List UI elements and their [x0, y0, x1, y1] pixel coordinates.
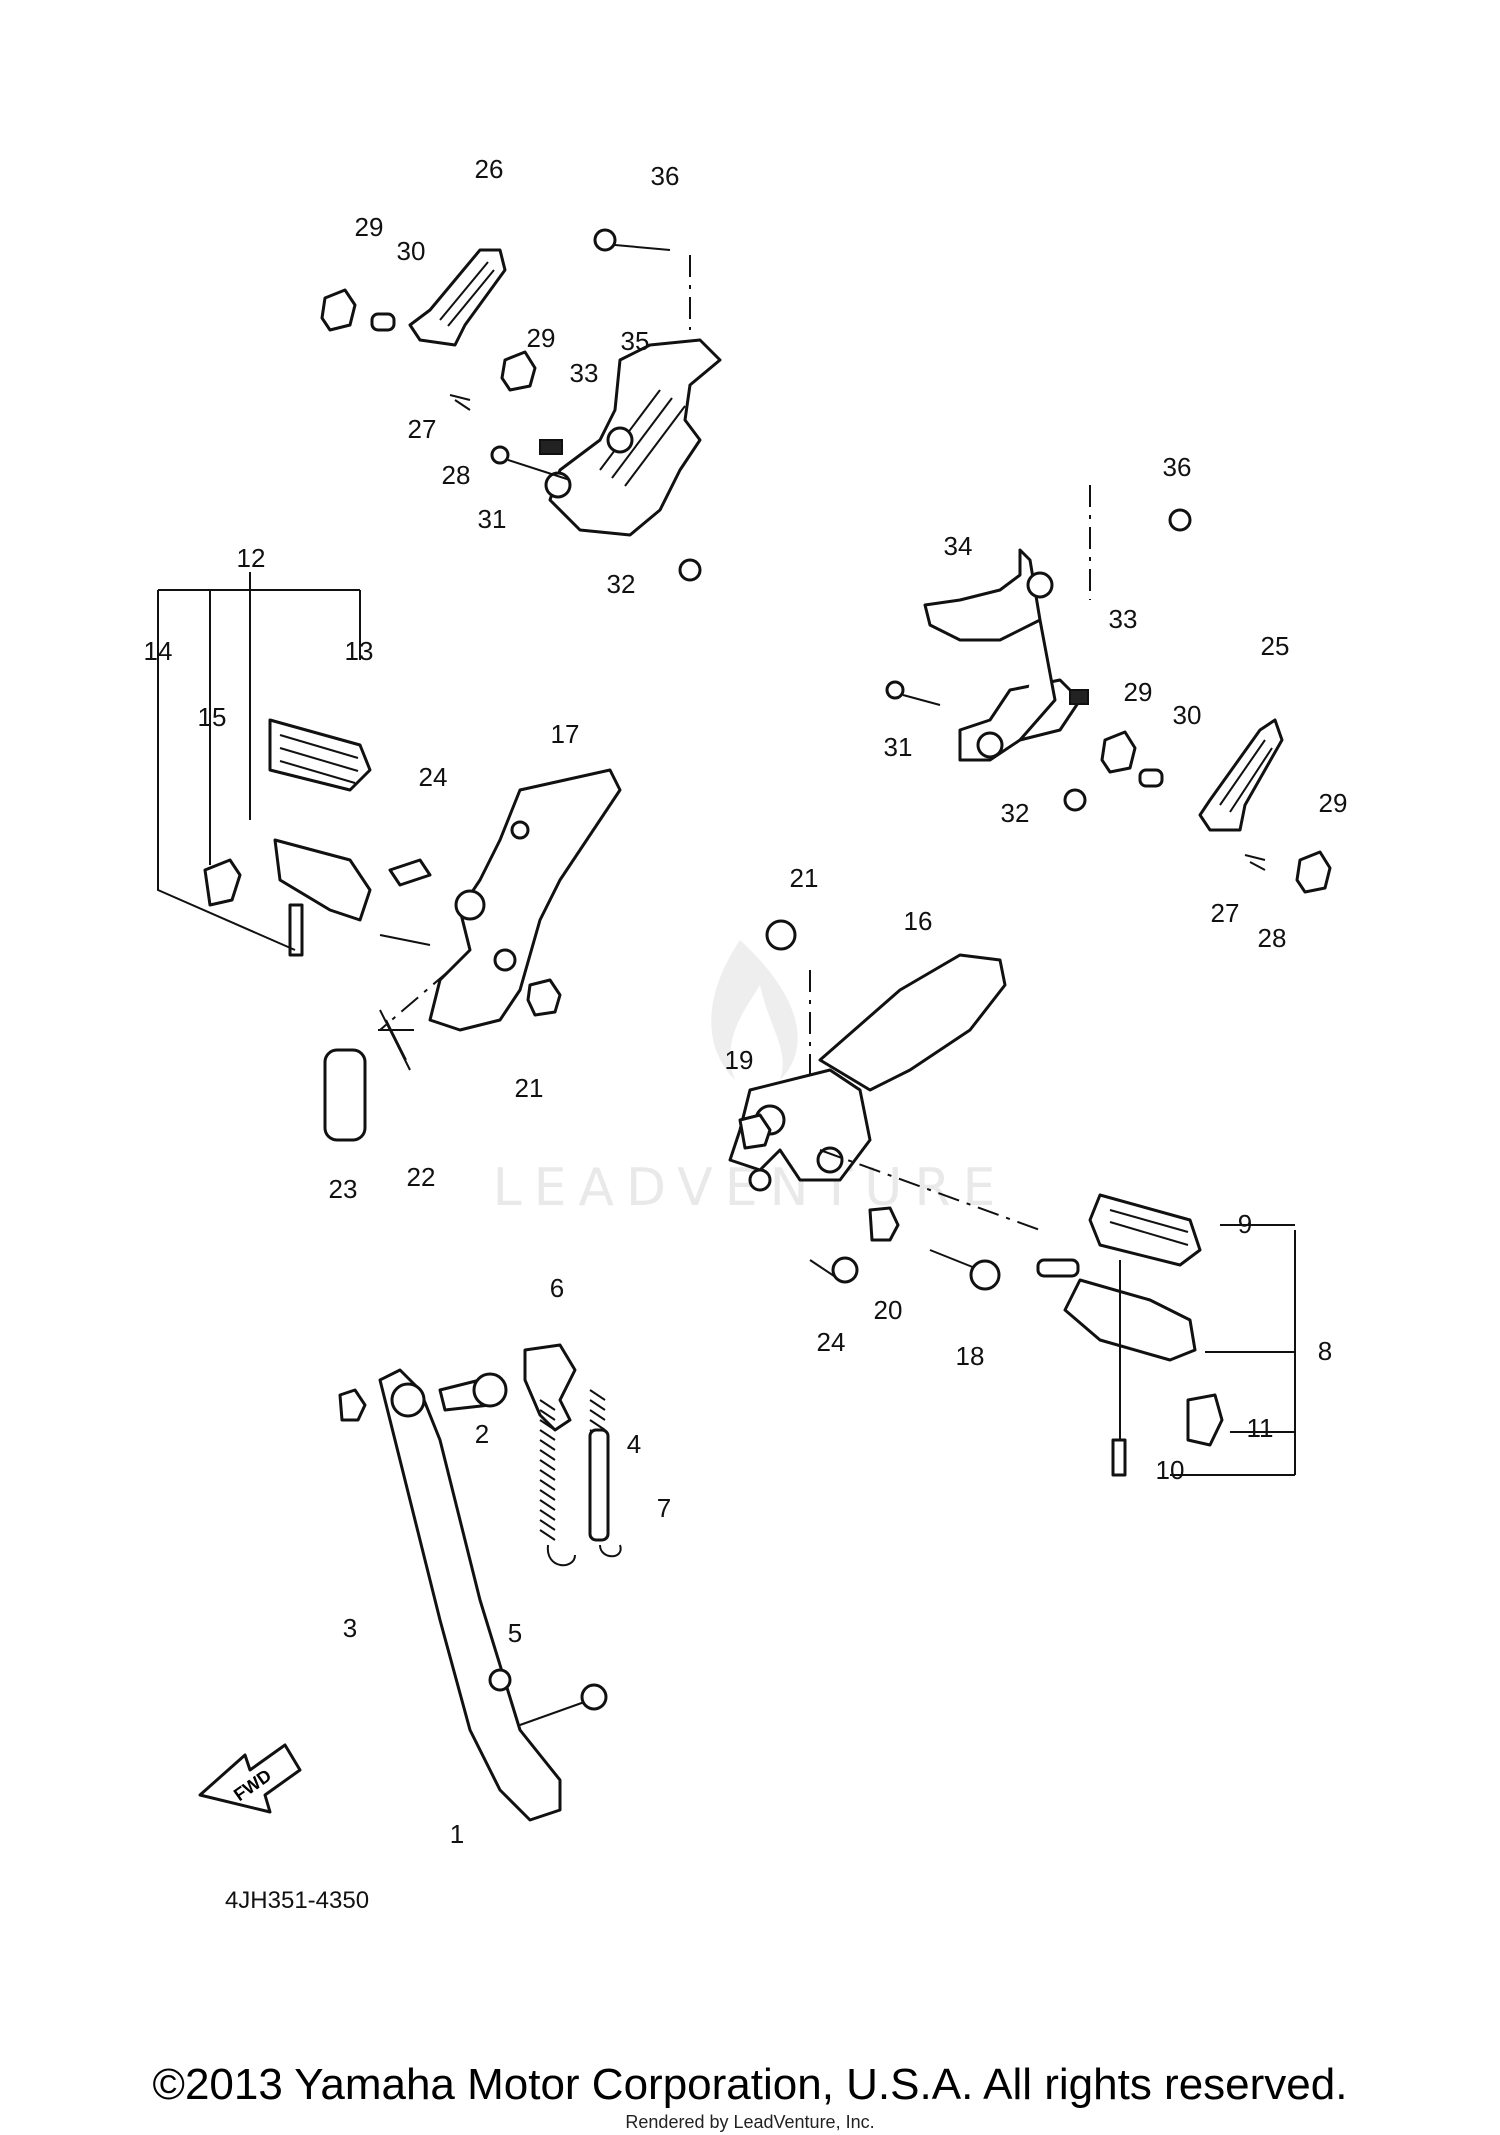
callout-9: 9 [1238, 1209, 1252, 1239]
callout-36b: 36 [1163, 452, 1192, 482]
callout-23: 23 [329, 1174, 358, 1204]
callout-25: 25 [1261, 631, 1290, 661]
callout-12: 12 [237, 543, 266, 573]
callout-29b: 29 [527, 323, 556, 353]
callout-28a: 28 [442, 460, 471, 490]
drawing-code: 4JH351-4350 [225, 1887, 369, 1914]
callout-29c: 29 [1124, 677, 1153, 707]
callout-24b: 24 [817, 1327, 846, 1357]
callout-33b: 33 [1109, 604, 1138, 634]
callout-11: 11 [1247, 1413, 1274, 1443]
callout-21a: 21 [515, 1073, 544, 1103]
callout-35: 35 [621, 326, 650, 356]
callout-32a: 32 [607, 569, 636, 599]
callout-27a: 27 [408, 414, 437, 444]
brake-pedal [738, 919, 1041, 1291]
leader-lines [157, 572, 1296, 1476]
rear-footrest-bracket-left [544, 338, 722, 537]
callout-26: 26 [475, 154, 504, 184]
front-footrest-bracket-left [428, 768, 622, 1032]
callout-6: 6 [550, 1273, 564, 1303]
callout-18: 18 [956, 1341, 985, 1371]
sidestand-springs [338, 1388, 622, 1567]
callout-20: 20 [874, 1295, 903, 1325]
callout-3: 3 [343, 1613, 357, 1643]
callout-24a: 24 [419, 762, 448, 792]
callout-19: 19 [725, 1045, 754, 1075]
rear-footrest-left [408, 248, 507, 347]
callout-16: 16 [904, 906, 933, 936]
callout-8: 8 [1318, 1336, 1332, 1366]
callout-33a: 33 [570, 358, 599, 388]
callout-14: 14 [144, 636, 173, 666]
callout-32b: 32 [1001, 798, 1030, 828]
callout-21b: 21 [790, 863, 819, 893]
callout-28b: 28 [1258, 923, 1287, 953]
callouts: 1 2 3 4 5 6 7 8 9 10 11 12 13 14 15 16 1… [144, 154, 1348, 1849]
rear-footrest-bracket-right [923, 548, 1089, 762]
callout-29a: 29 [355, 212, 384, 242]
fwd-arrow: FWD [198, 1743, 302, 1814]
callout-17: 17 [551, 719, 580, 749]
callout-13: 13 [345, 636, 374, 666]
callout-31b: 31 [884, 732, 913, 762]
callout-15: 15 [198, 702, 227, 732]
rear-footrest-right [1198, 718, 1284, 832]
callout-1: 1 [450, 1819, 464, 1849]
callout-29d: 29 [1319, 788, 1348, 818]
sidestand-bracket [523, 1343, 577, 1432]
sidestand [378, 1368, 608, 1822]
callout-4: 4 [627, 1429, 641, 1459]
callout-31a: 31 [478, 504, 507, 534]
rendered-by-credit: Rendered by LeadVenture, Inc. [625, 2112, 875, 2132]
callout-22: 22 [407, 1162, 436, 1192]
callout-30a: 30 [397, 236, 426, 266]
copyright-notice: ©2013 Yamaha Motor Corporation, U.S.A. A… [152, 2060, 1348, 2109]
callout-2: 2 [475, 1419, 489, 1449]
watermark-text: LEADVENTURE [493, 1158, 1008, 1218]
callout-30b: 30 [1173, 700, 1202, 730]
callout-36a: 36 [651, 161, 680, 191]
front-footrest-left [203, 718, 562, 1142]
callout-34: 34 [944, 531, 973, 561]
callout-27b: 27 [1211, 898, 1240, 928]
callout-5: 5 [508, 1618, 522, 1648]
small-parts-upper-left [320, 228, 702, 582]
watermark: LEADVENTURE [493, 940, 1008, 1218]
callout-10: 10 [1156, 1455, 1185, 1485]
front-footrest-right [1036, 1193, 1224, 1477]
small-parts-upper-right [885, 485, 1332, 894]
callout-7: 7 [657, 1493, 671, 1523]
